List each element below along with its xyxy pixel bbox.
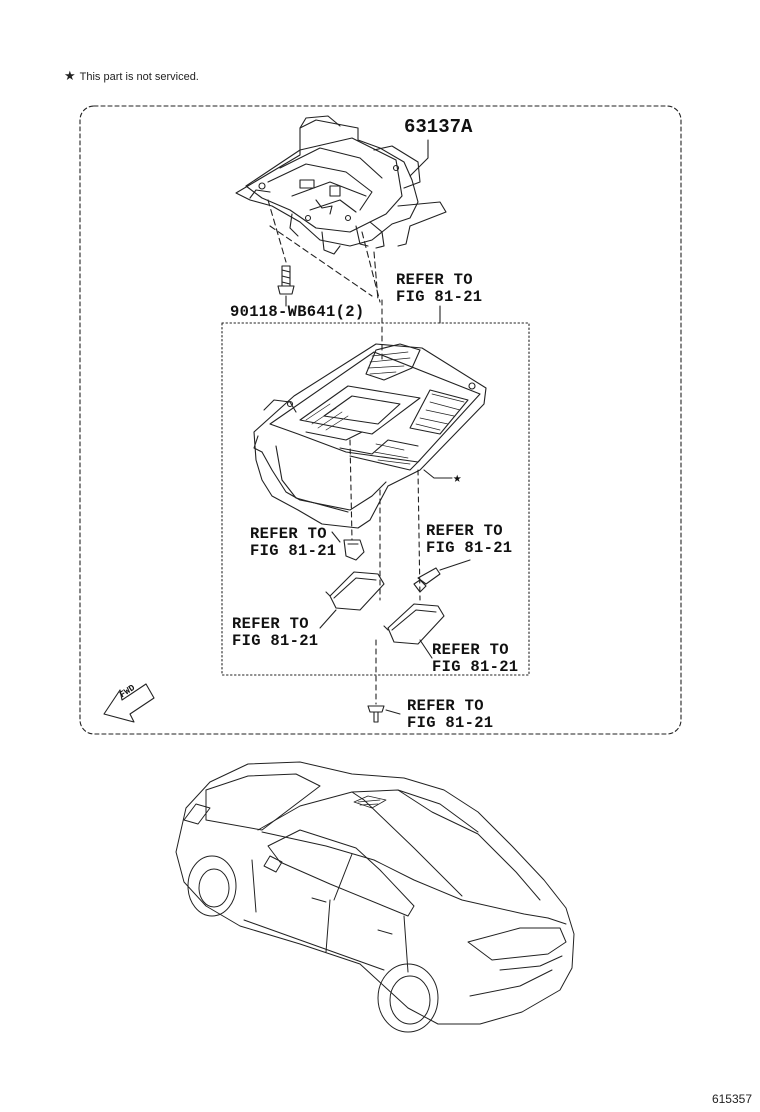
part-number-main[interactable]: 63137A — [404, 116, 473, 138]
star-icon: ★ — [64, 68, 76, 83]
refer-label-line: FIG 81-21 — [250, 542, 337, 560]
refer-label-line: FIG 81-21 — [432, 658, 519, 676]
fwd-arrow-icon — [103, 683, 155, 723]
roof-bracket-drawing — [235, 115, 447, 255]
diagram-id: 615357 — [711, 1092, 752, 1106]
refer-label-line: FIG 81-21 — [396, 288, 483, 306]
star-icon: ★ — [453, 471, 462, 487]
not-serviced-note: ★This part is not serviced. — [64, 68, 199, 84]
note-text: This part is not serviced. — [79, 71, 199, 83]
refer-label-line: REFER TO — [426, 522, 503, 540]
car-roof-module-marker — [353, 795, 387, 809]
refer-label-line: FIG 81-21 — [232, 632, 319, 650]
refer-label-line: FIG 81-21 — [407, 714, 494, 732]
leader-not-serviced-part — [423, 469, 453, 479]
refer-label-line: REFER TO — [396, 271, 473, 289]
bolt-drawing — [277, 265, 295, 295]
refer-label-2[interactable]: REFER TO FIG 81-21 — [250, 526, 336, 560]
refer-label-6[interactable]: REFER TO FIG 81-21 — [407, 698, 493, 732]
refer-label-4[interactable]: REFER TO FIG 81-21 — [232, 616, 318, 650]
lens-left-drawing — [325, 571, 385, 611]
console-drawing — [253, 343, 487, 529]
refer-label-line: FIG 81-21 — [426, 539, 513, 557]
screw-drawing — [367, 705, 385, 723]
refer-label-line: REFER TO — [250, 525, 327, 543]
refer-label-line: REFER TO — [432, 641, 509, 659]
refer-label-3[interactable]: REFER TO FIG 81-21 — [426, 523, 512, 557]
refer-label-1[interactable]: REFER TO FIG 81-21 — [396, 272, 482, 306]
sub-assembly-box — [221, 322, 530, 676]
refer-label-line: REFER TO — [232, 615, 309, 633]
refer-label-line: REFER TO — [407, 697, 484, 715]
car-outline-drawing — [175, 761, 575, 1033]
leader-main-part — [409, 139, 429, 177]
assembly-frame — [79, 105, 682, 735]
lens-right-drawing — [383, 603, 445, 645]
bulb-right-drawing — [413, 567, 441, 593]
refer-label-5[interactable]: REFER TO FIG 81-21 — [432, 642, 518, 676]
console-grille-hatching — [305, 351, 465, 465]
part-number-bolt[interactable]: 90118-WB641(2) — [230, 303, 365, 321]
bulb-left-drawing — [343, 539, 365, 561]
